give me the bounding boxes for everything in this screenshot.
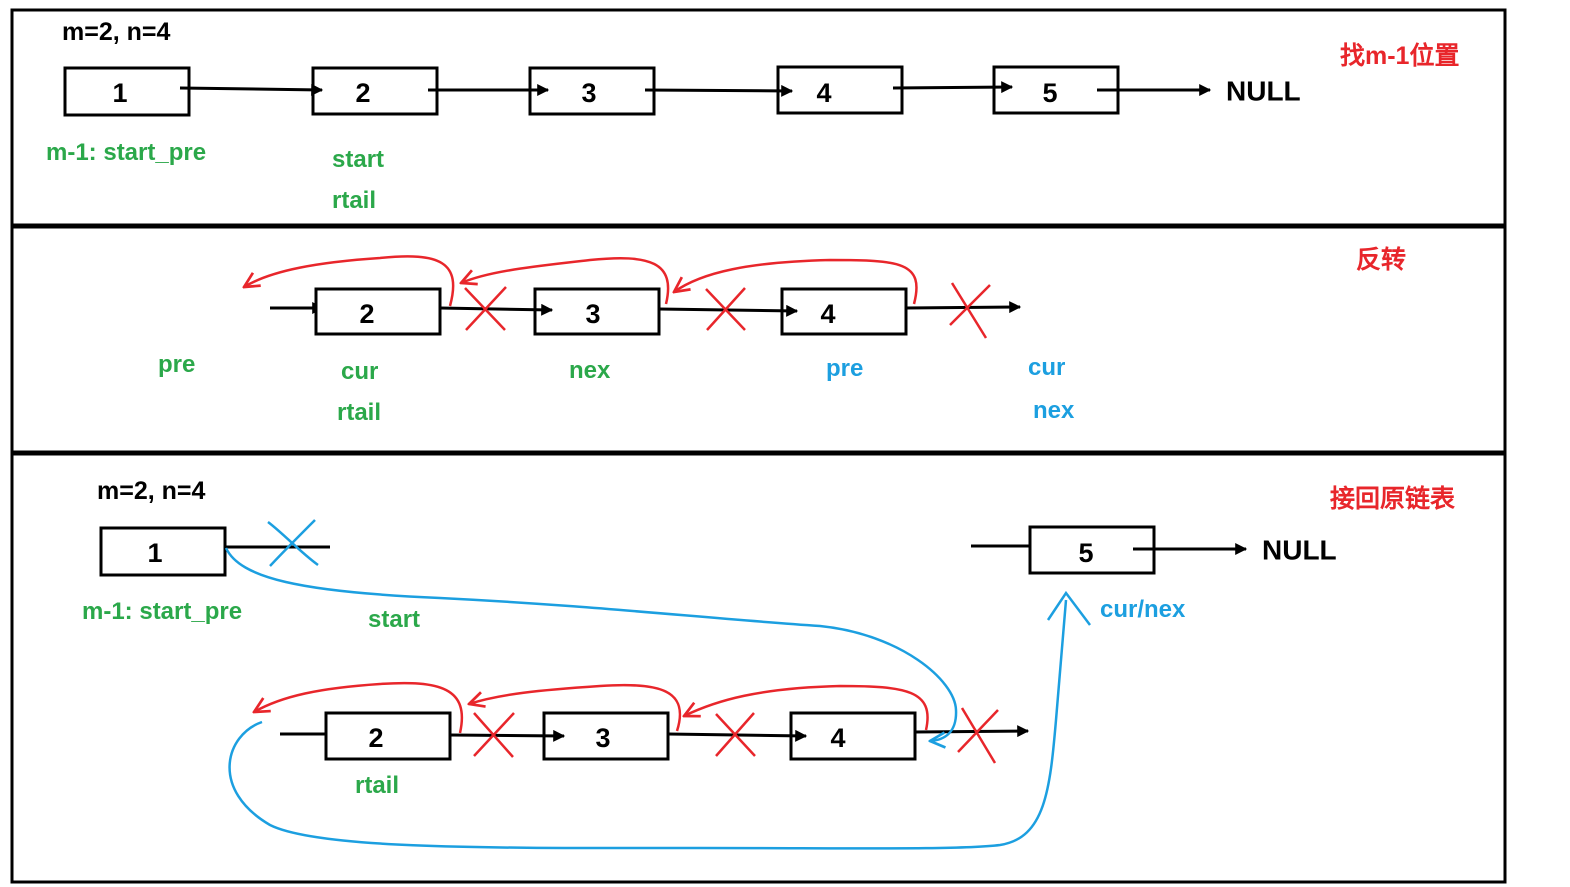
node-box — [314, 287, 442, 336]
reversed-pointer-arrow — [461, 257, 670, 305]
start-pre-to-pre-link — [224, 547, 958, 741]
nex-label: nex — [569, 357, 611, 384]
node-value: 1 — [147, 538, 162, 568]
start-pre-label: m-1: start_pre — [82, 598, 242, 625]
list-node: 2 — [311, 66, 439, 116]
list-node: 3 — [528, 66, 656, 116]
next-arrow — [905, 301, 1022, 314]
start-label: start — [332, 146, 384, 173]
reversed-pointer-arrow — [674, 258, 918, 305]
next-arrow — [179, 83, 324, 96]
nex-final-label: nex — [1033, 397, 1075, 424]
reversed-pointer-arrow — [684, 684, 929, 731]
node-value: 3 — [595, 723, 610, 753]
next-arrow — [644, 84, 794, 97]
list-node: 4 — [780, 287, 908, 336]
node-box — [324, 711, 452, 761]
node-box — [780, 287, 908, 336]
cut-mark — [473, 712, 515, 758]
rtail-label: rtail — [355, 772, 399, 799]
rtail-label: rtail — [332, 187, 376, 214]
node-box — [311, 66, 439, 116]
node-value: 4 — [816, 78, 831, 108]
start-label: start — [368, 606, 420, 633]
cur-nex-label: cur/nex — [1100, 596, 1186, 623]
next-arrow — [914, 725, 1030, 738]
node-box — [99, 526, 227, 577]
next-arrow — [449, 729, 566, 742]
cut-mark — [715, 712, 756, 757]
panel-find-m-1: m=2, n=4 找m-1位置 1 2 3 4 5 NULL m-1: star… — [10, 8, 1507, 227]
cut-mark — [464, 286, 507, 331]
node-value: 1 — [112, 78, 127, 108]
node-box — [528, 66, 656, 116]
node-box — [533, 287, 661, 336]
step-title: 接回原链表 — [1330, 484, 1456, 513]
step-title: 反转 — [1356, 245, 1406, 274]
pre-final-label: pre — [826, 355, 863, 382]
next-arrow — [439, 303, 554, 316]
node-value: 2 — [368, 723, 383, 753]
node-box — [789, 711, 917, 761]
panel-border — [10, 225, 1507, 454]
rtail-label: rtail — [337, 399, 381, 426]
list-node: 2 — [324, 711, 452, 761]
node-value: 3 — [585, 299, 600, 329]
list-node: 4 — [776, 65, 904, 115]
panel-border — [10, 8, 1507, 227]
reversed-pointer-arrow — [254, 681, 463, 734]
cut-mark-blue — [267, 519, 319, 567]
list-node: 2 — [314, 287, 442, 336]
cut-mark — [949, 282, 991, 339]
panel-border — [10, 452, 1507, 884]
cur-label: cur — [341, 358, 378, 385]
node-value: 5 — [1078, 538, 1093, 568]
null-terminal: NULL — [1262, 535, 1337, 566]
rtail-to-cur-link — [228, 599, 1068, 850]
panel-reconnect: m=2, n=4 接回原链表 1 m-1: start_pre start 5 … — [10, 452, 1507, 884]
node-value: 4 — [820, 299, 835, 329]
list-node: 1 — [63, 66, 191, 117]
null-terminal: NULL — [1226, 76, 1301, 107]
node-value: 3 — [581, 78, 596, 108]
node-box — [63, 66, 191, 117]
node-value: 2 — [359, 299, 374, 329]
cut-mark — [957, 707, 999, 764]
params-label: m=2, n=4 — [62, 18, 170, 46]
up-arrow-head — [1046, 590, 1091, 626]
start-pre-label: m-1: start_pre — [46, 139, 206, 166]
next-arrow — [892, 81, 1014, 94]
panel-reverse: 反转 2 3 4 pre cur rtail — [10, 225, 1507, 454]
node-value: 4 — [830, 723, 845, 753]
list-node: 3 — [533, 287, 661, 336]
node-value: 2 — [355, 78, 370, 108]
reversed-pointer-arrow — [469, 683, 682, 732]
step-title: 找m-1位置 — [1340, 41, 1459, 70]
list-node: 1 — [99, 526, 227, 577]
node-box — [776, 65, 904, 115]
cut-mark — [705, 287, 746, 331]
reversed-pointer-arrow — [244, 255, 455, 307]
pre-label: pre — [158, 351, 195, 378]
node-value: 5 — [1042, 78, 1057, 108]
next-arrow — [658, 304, 799, 317]
params-label: m=2, n=4 — [97, 477, 205, 505]
cur-final-label: cur — [1028, 354, 1065, 381]
list-node: 4 — [789, 711, 917, 761]
